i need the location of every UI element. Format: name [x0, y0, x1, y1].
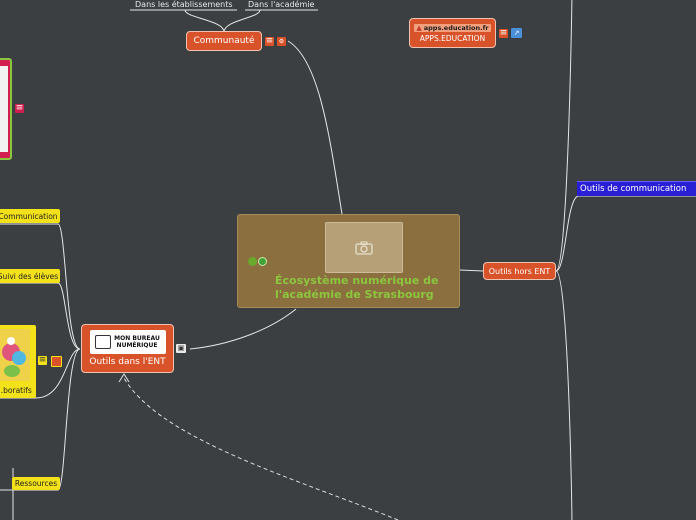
external-link-icon[interactable] [511, 28, 522, 38]
camera-icon [355, 241, 373, 255]
outils-dans-ent-label: Outils dans l'ENT [89, 357, 166, 367]
node-outils-dans-ent[interactable]: MON BUREAU NUMÉRIQUE Outils dans l'ENT [81, 324, 174, 373]
line-ent-collab [0, 348, 81, 399]
line-communaute-acad [223, 9, 261, 33]
dashed-relation [123, 377, 399, 520]
central-icons [248, 257, 267, 266]
line-hors-ent-communication [555, 195, 696, 272]
apps-education-logo: ▲ apps.education.fr [414, 23, 491, 32]
node-dans-academie[interactable]: Dans l'académie [248, 0, 315, 9]
node-central[interactable]: Écosystème numérique de l'académie de St… [237, 214, 460, 308]
leaf-icon [258, 257, 267, 266]
left-card-image [0, 66, 8, 152]
notes-icon[interactable] [499, 29, 508, 38]
node-suivi-eleves[interactable]: Suivi des élèves [0, 269, 60, 283]
node-outils-hors-ent[interactable]: Outils hors ENT [483, 262, 556, 280]
communaute-label: Communauté [193, 36, 255, 46]
line-central-dans-ent [189, 308, 297, 350]
line-ent-suivi [0, 282, 81, 350]
line-hors-ent-down [555, 270, 573, 520]
notes-icon[interactable] [265, 37, 274, 46]
apps-logo-icon: ▲ [416, 23, 422, 32]
node-communaute[interactable]: Communauté [186, 31, 262, 51]
line-communaute-etab [184, 9, 225, 33]
outils-hors-ent-label: Outils hors ENT [488, 266, 551, 276]
outils-communication-label: Outils de communication [580, 184, 687, 194]
attachment-icon[interactable] [277, 37, 286, 46]
line-ent-communication [0, 223, 81, 350]
notes-icon[interactable] [38, 356, 47, 365]
line-central-hors-ent [459, 269, 484, 272]
notes-icon[interactable] [15, 104, 24, 113]
central-title: Écosystème numérique de l'académie de St… [275, 274, 439, 301]
central-image-placeholder [325, 222, 403, 273]
leaf-icon [248, 257, 257, 266]
monitor-icon [95, 335, 112, 349]
dashed-arrowhead [118, 373, 130, 383]
collapse-icon[interactable]: ▣ [176, 344, 186, 353]
line-hors-ent-up [555, 0, 573, 272]
node-outils-communication[interactable]: Outils de communication [577, 181, 696, 196]
node-ressources[interactable]: Ressources [12, 477, 60, 490]
node-dans-etablissements[interactable]: Dans les établissements [135, 0, 233, 9]
line-central-communaute [287, 40, 343, 215]
mon-bureau-logo: MON BUREAU NUMÉRIQUE [89, 330, 166, 354]
node-left-card[interactable] [0, 58, 12, 160]
node-apps-education[interactable]: ▲ apps.education.fr APPS.EDUCATION [409, 18, 496, 48]
node-collaboratifs[interactable]: ...boratifs [0, 325, 36, 398]
node-communication[interactable]: Communication [0, 209, 60, 223]
apps-education-label: APPS.EDUCATION [419, 33, 486, 43]
image-icon[interactable] [51, 356, 62, 367]
collaboratifs-label: ...boratifs [0, 386, 32, 395]
collaboratifs-image [0, 329, 30, 381]
